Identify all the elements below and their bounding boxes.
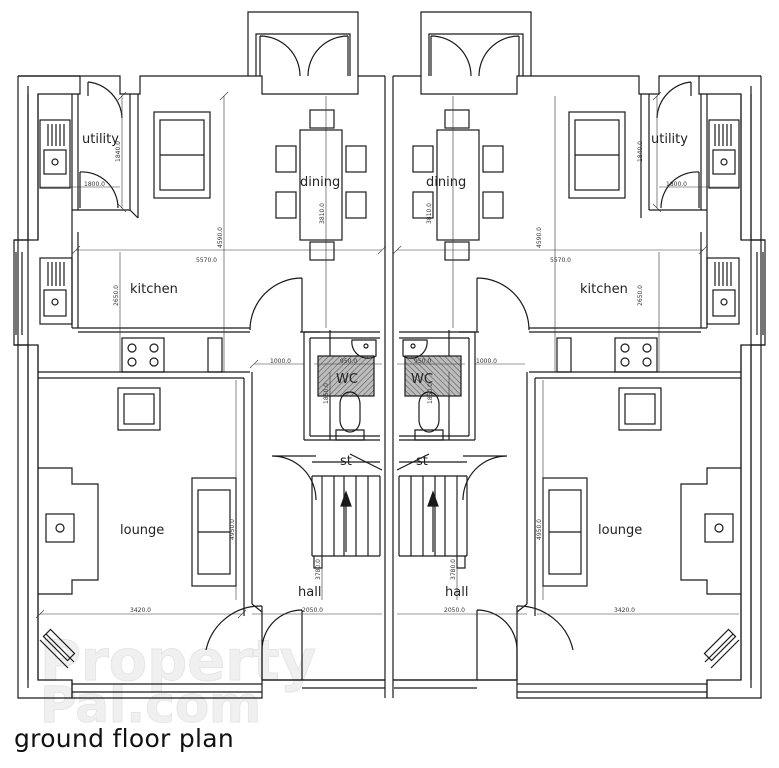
left-wc-label: WC [336, 372, 358, 387]
watermark: Property Pal.com [40, 629, 317, 735]
right-hall-gap: 1000.0 [476, 358, 497, 365]
left-depth-total: 4590.0 [217, 227, 224, 248]
left-utility-h: 1840.0 [115, 141, 122, 162]
dimension-lines [35, 91, 739, 619]
left-kitchen-sink [43, 289, 67, 317]
left-wc-h: 1850.0 [323, 383, 330, 404]
left-fridge [153, 111, 211, 199]
left-stair-label: st [340, 454, 352, 469]
right-utility-label: utility [651, 132, 688, 147]
left-utility-counter [39, 119, 71, 189]
left-stairs [311, 453, 383, 569]
left-stair-h: 3780.0 [315, 559, 322, 580]
right-wc-label: WC [411, 372, 433, 387]
dimension-labels: 1800.0 1840.0 4590.0 3810.0 5570.0 2650.… [84, 141, 687, 614]
left-hall-w: 2050.0 [302, 607, 323, 614]
left-hall-gap: 1000.0 [270, 358, 291, 365]
left-hall-label: hall [298, 585, 321, 600]
left-dining-label: dining [300, 175, 340, 190]
right-width-total: 5570.0 [550, 257, 571, 264]
left-kitchen-door [249, 277, 303, 332]
left-wc-basin [351, 339, 377, 359]
room-labels: utility dining kitchen WC lounge hall st… [82, 132, 688, 600]
left-kitchen-counter [39, 257, 73, 325]
watermark-line2: Pal.com [40, 676, 261, 734]
right-utility-w: 1800.0 [666, 181, 687, 188]
right-dining-label: dining [426, 175, 466, 190]
right-depth-total: 4590.0 [536, 227, 543, 248]
left-dining-h: 3810.0 [319, 203, 326, 224]
right-stair-h: 3780.0 [450, 559, 457, 580]
right-wc-w: 950.0 [414, 358, 431, 365]
left-armchair [117, 387, 161, 431]
left-fireplace [38, 467, 99, 595]
left-hob [121, 337, 165, 373]
left-hall-door [271, 455, 317, 501]
right-lounge-w: 3420.0 [614, 607, 635, 614]
right-kitchen-label: kitchen [580, 282, 628, 297]
right-lounge-label: lounge [598, 523, 642, 538]
right-kitchen-h: 2650.0 [637, 285, 644, 306]
left-unit [13, 11, 394, 699]
left-lounge-w: 3420.0 [130, 607, 151, 614]
page-title: ground floor plan [14, 724, 235, 753]
right-hall-w: 2050.0 [444, 607, 465, 614]
left-width-total: 5570.0 [196, 257, 217, 264]
left-lounge-label: lounge [120, 523, 164, 538]
party-wall [384, 76, 394, 698]
watermark-line1: Property [40, 629, 316, 694]
right-lounge-h: 4950.0 [536, 519, 543, 540]
left-bay-window [39, 633, 75, 669]
right-utility-h: 1840.0 [637, 141, 644, 162]
right-stair-label: st [416, 454, 428, 469]
left-wc-toilet [335, 391, 365, 441]
left-utility-inner-door [79, 171, 119, 209]
left-utility-label: utility [82, 132, 119, 147]
left-french-door-swing [259, 35, 349, 77]
left-utility-door [87, 81, 123, 119]
left-kitchen-h: 2650.0 [113, 285, 120, 306]
left-hall-door-bottom [261, 609, 303, 680]
left-utility-w: 1800.0 [84, 181, 105, 188]
left-dining-table [275, 109, 367, 261]
left-french-door-frame [247, 11, 359, 76]
left-lounge-h: 4950.0 [229, 519, 236, 540]
right-wc-h: 1850.0 [427, 383, 434, 404]
right-unit [393, 11, 766, 699]
left-kitchen-label: kitchen [130, 282, 178, 297]
left-wc-w: 950.0 [340, 358, 357, 365]
left-wc-hatch [317, 355, 375, 397]
right-hall-label: hall [445, 585, 468, 600]
left-utility-sink [43, 149, 67, 175]
right-dining-h: 3810.0 [426, 203, 433, 224]
